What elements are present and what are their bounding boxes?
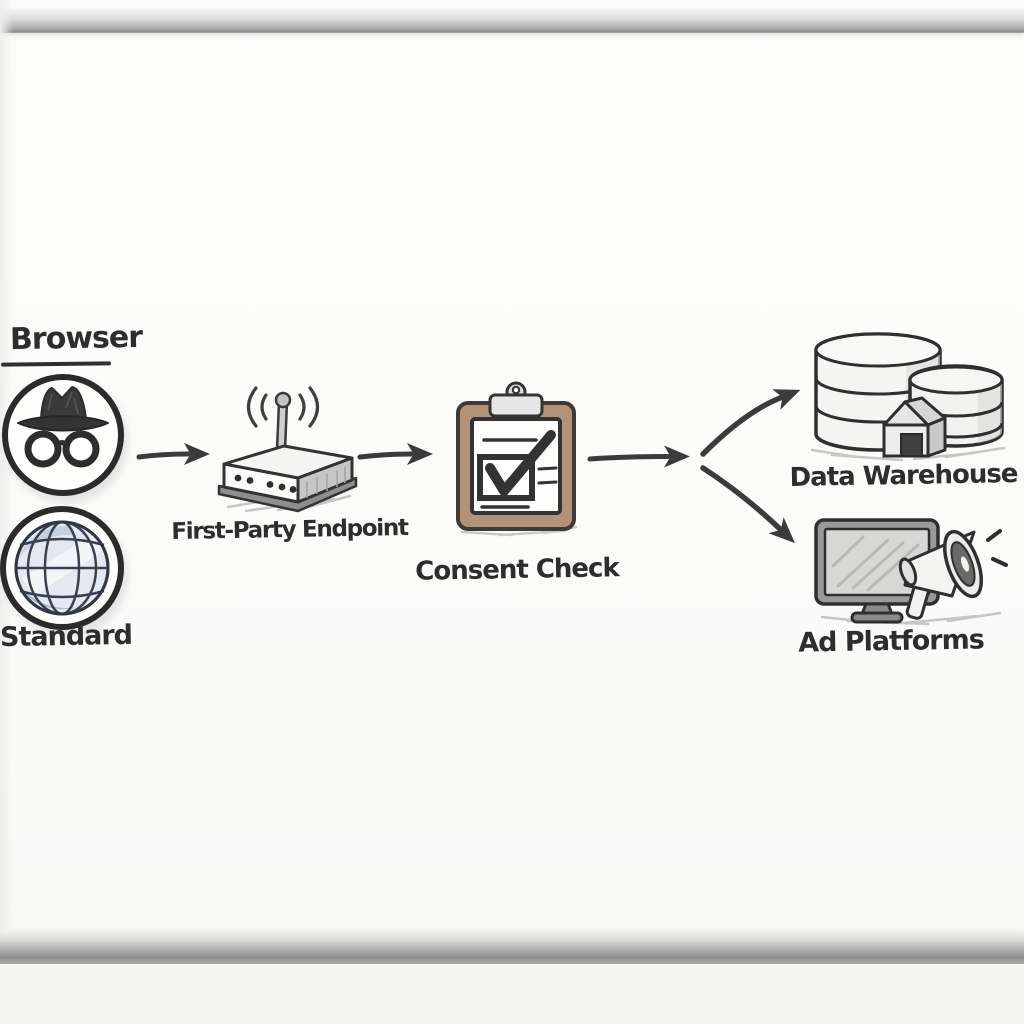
warehouse-label: Data Warehouse (789, 459, 1018, 493)
glasses-bridge (55, 440, 69, 448)
standard-label: Standard (0, 619, 133, 654)
clipboard-clip-hole (511, 385, 521, 395)
database-cylinder-small (908, 364, 1004, 448)
browser-section-title: Browser (9, 319, 143, 358)
incognito-hat-glasses-icon (17, 386, 109, 468)
consent-checkmark (485, 430, 556, 496)
browser-title-underline (0, 361, 112, 367)
spy-hat-crown (40, 386, 87, 420)
whiteboard-left-edge (0, 0, 13, 1024)
clipboard-check-icon (456, 381, 578, 537)
megaphone (898, 529, 1008, 620)
globe-icon (14, 520, 110, 616)
ad-platforms-label: Ad Platforms (797, 624, 985, 659)
warehouse-house (882, 396, 947, 458)
router-antenna (275, 400, 289, 452)
router-antenna-tip (274, 391, 292, 409)
incognito-browser-node (2, 374, 124, 496)
arrow-endpoint-to-consent (357, 443, 433, 466)
whiteboard-bottom-tray (0, 931, 1024, 964)
megaphone-sound-lines (986, 529, 1008, 567)
wall-below-board (0, 964, 1024, 1024)
endpoint-label: First-Party Endpoint (171, 514, 408, 546)
glasses-left-lens (24, 430, 62, 468)
database-warehouse-icon (810, 332, 1006, 462)
wifi-signal-arcs (246, 386, 320, 428)
monitor-base (850, 611, 904, 624)
wireless-router-icon (217, 386, 358, 513)
consent-label: Consent Check (415, 553, 619, 587)
arrow-consent-to-branch (587, 445, 690, 468)
monitor-megaphone-icon (814, 518, 1008, 626)
clipboard-clip (488, 393, 544, 418)
glasses-right-lens (62, 430, 100, 468)
warehouse-shadow-hatch (810, 446, 1006, 462)
whiteboard-top-rail (0, 9, 1024, 33)
arrow-branch-to-adplatforms (700, 465, 795, 544)
spy-hat-brim (17, 415, 109, 432)
router-side-face (296, 456, 354, 504)
router-led-dots (234, 474, 297, 493)
arrow-branch-to-warehouse (700, 389, 801, 457)
arrow-browser-to-endpoint (136, 443, 210, 466)
warehouse-door (900, 433, 923, 457)
standard-browser-node (0, 506, 124, 630)
megaphone-mouth (898, 557, 918, 587)
